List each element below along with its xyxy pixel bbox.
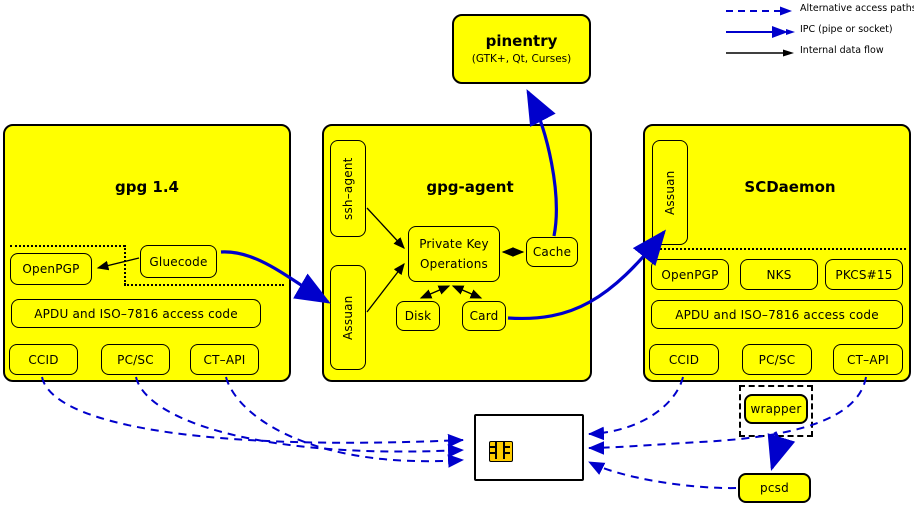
pinentry-subtitle: (GTK+, Qt, Curses) <box>471 52 572 65</box>
scdaemon-apdu-label: APDU and ISO–7816 access code <box>675 307 879 322</box>
gpg-dotted-separator-step <box>124 245 126 285</box>
wrapper-label: wrapper <box>750 402 802 416</box>
pinentry-title: pinentry <box>485 32 558 51</box>
chip-icon <box>489 441 513 462</box>
gpg-apdu-module[interactable]: APDU and ISO–7816 access code <box>11 299 261 328</box>
scdaemon-app-pkcs15[interactable]: PKCS#15 <box>825 259 903 290</box>
scdaemon-apdu-module[interactable]: APDU and ISO–7816 access code <box>651 300 903 329</box>
gpg-gluecode-module[interactable]: Gluecode <box>140 245 217 278</box>
private-key-operations-module[interactable]: Private Key Operations <box>408 226 500 282</box>
alt-path-gpg-ctapi-to-card <box>225 376 464 468</box>
legend: Alternative access paths IPC (pipe or so… <box>722 2 914 58</box>
legend-label: Internal data flow <box>800 45 884 56</box>
alt-path-pcsd-to-card <box>588 461 737 490</box>
alt-path-gpg-pcsc-to-card <box>135 376 464 458</box>
alt-path-gpg-ccid-to-card <box>41 376 464 448</box>
legend-item-alternative-access-paths: Alternative access paths <box>722 2 914 20</box>
legend-label: Alternative access paths <box>800 3 914 14</box>
ssh-agent-label: ssh–agent <box>341 157 355 220</box>
card-label: Card <box>469 309 499 323</box>
private-key-ops-line2: Operations <box>420 257 488 271</box>
scdaemon-driver-label: CT–API <box>847 352 889 367</box>
gpg-driver-label: CCID <box>28 352 59 367</box>
legend-item-ipc: IPC (pipe or socket) <box>722 23 914 41</box>
gpg-openpgp-module[interactable]: OpenPGP <box>10 253 92 285</box>
flow-arrow-icon <box>726 49 794 57</box>
assuan-label: Assuan <box>663 170 677 215</box>
gpg-agent-assuan-module[interactable]: Assuan <box>330 265 366 370</box>
gpg-dotted-separator-bottom <box>124 284 284 286</box>
scdaemon-app-label: PKCS#15 <box>835 267 893 282</box>
gpg-driver-pcsc[interactable]: PC/SC <box>101 344 170 375</box>
gpg-title: gpg 1.4 <box>114 178 179 196</box>
scdaemon-driver-label: CCID <box>668 352 700 367</box>
dashed-arrow-icon <box>726 6 792 16</box>
scdaemon-driver-label: PC/SC <box>758 352 796 367</box>
scdaemon-driver-pcsc[interactable]: PC/SC <box>742 344 812 375</box>
scdaemon-app-label: OpenPGP <box>661 267 719 282</box>
cache-module[interactable]: Cache <box>526 237 578 267</box>
gpg-driver-label: CT–API <box>203 352 246 367</box>
gpg-driver-ctapi[interactable]: CT–API <box>190 344 259 375</box>
scdaemon-app-openpgp[interactable]: OpenPGP <box>651 259 729 290</box>
scdaemon-driver-ctapi[interactable]: CT–API <box>833 344 903 375</box>
legend-item-internal-data-flow: Internal data flow <box>722 44 914 62</box>
scdaemon-dotted-separator <box>648 248 906 250</box>
private-key-ops-line1: Private Key <box>419 236 489 251</box>
ipc-arrow-icon <box>726 26 795 38</box>
alt-path-scdaemon-ctapi-to-card <box>588 376 867 455</box>
gpg-dotted-separator-top <box>10 245 125 247</box>
card-module[interactable]: Card <box>462 301 506 331</box>
pcsd-module[interactable]: pcsd <box>738 473 811 503</box>
gpg-gluecode-label: Gluecode <box>149 254 208 269</box>
pinentry-box[interactable]: pinentry (GTK+, Qt, Curses) <box>452 14 591 84</box>
gpg-driver-ccid[interactable]: CCID <box>9 344 78 375</box>
assuan-label: Assuan <box>341 295 355 340</box>
gpg-agent-title: gpg-agent <box>426 178 514 196</box>
scdaemon-app-nks[interactable]: NKS <box>740 259 818 290</box>
ipc-wrapper-to-pcsd <box>767 431 796 472</box>
scdaemon-assuan-module[interactable]: Assuan <box>652 140 688 245</box>
disk-module[interactable]: Disk <box>396 301 440 331</box>
gpg-driver-label: PC/SC <box>117 352 154 367</box>
pcsd-label: pcsd <box>760 481 789 495</box>
gpg-openpgp-label: OpenPGP <box>22 262 80 276</box>
gpg-apdu-label: APDU and ISO–7816 access code <box>34 306 238 321</box>
wrapper-module[interactable]: wrapper <box>744 394 808 424</box>
disk-label: Disk <box>404 309 432 323</box>
alt-path-scdaemon-ccid-to-card <box>588 376 684 441</box>
scdaemon-driver-ccid[interactable]: CCID <box>649 344 719 375</box>
legend-label: IPC (pipe or socket) <box>800 24 893 35</box>
scdaemon-title: SCDaemon <box>744 178 836 196</box>
cache-label: Cache <box>532 245 572 259</box>
gpg-agent-ssh-agent-module[interactable]: ssh–agent <box>330 140 366 237</box>
smart-card[interactable] <box>474 414 584 481</box>
scdaemon-app-label: NKS <box>766 267 792 282</box>
